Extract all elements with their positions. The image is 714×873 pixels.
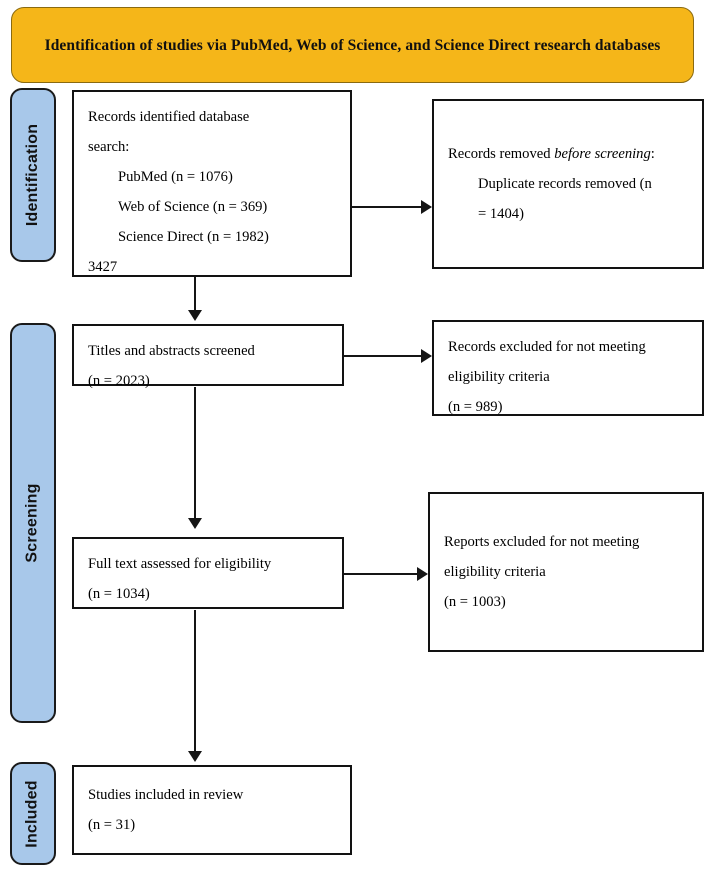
reports-excluded-line1: Reports excluded for not meeting	[444, 534, 640, 550]
arrowhead-right-to-reports-excluded	[417, 567, 428, 581]
records-excluded-line2: eligibility criteria	[448, 369, 550, 385]
box-reports-excluded: Reports excluded for not meeting eligibi…	[428, 492, 704, 652]
stage-bar-included: Included	[10, 762, 56, 865]
arrowhead-right-to-removed	[421, 200, 432, 214]
stage-label-included: Included	[24, 779, 42, 848]
fulltext-assessed-count: (n = 1034)	[88, 586, 150, 602]
records-removed-heading-italic: before screening	[554, 146, 651, 162]
titles-screened-label: Titles and abstracts screened	[88, 343, 255, 359]
records-identified-source-web-of-science: Web of Science (n = 369)	[118, 199, 268, 215]
connector-screened-to-excluded	[344, 355, 422, 357]
records-identified-source-science-direct: Science Direct (n = 1982)	[118, 229, 269, 245]
box-records-identified: Records identified database search: PubM…	[72, 90, 352, 277]
diagram-header-title: Identification of studies via PubMed, We…	[44, 36, 661, 54]
records-removed-heading: Records removed before screening:	[448, 139, 688, 169]
connector-fulltext-to-reports-excluded	[344, 573, 418, 575]
stage-bar-identification: Identification	[10, 88, 56, 262]
stage-label-screening: Screening	[24, 483, 42, 563]
studies-included-label: Studies included in review	[88, 787, 244, 803]
reports-excluded-count: (n = 1003)	[444, 594, 506, 610]
connector-screened-to-fulltext	[194, 387, 196, 521]
studies-included-count: (n = 31)	[88, 817, 136, 833]
records-identified-heading-line2: search:	[88, 139, 130, 155]
records-identified-source-pubmed: PubMed (n = 1076)	[118, 169, 233, 185]
box-records-removed: Records removed before screening: Duplic…	[432, 99, 704, 269]
box-titles-abstracts-screened: Titles and abstracts screened (n = 2023)	[72, 324, 344, 389]
reports-excluded-line2: eligibility criteria	[444, 564, 546, 580]
records-excluded-line1: Records excluded for not meeting	[448, 339, 646, 355]
connector-identified-to-removed	[352, 206, 422, 208]
stage-label-identification: Identification	[24, 123, 42, 227]
connector-identified-to-screened	[194, 277, 196, 313]
records-identified-heading-line1: Records identified database	[88, 109, 250, 125]
diagram-header-banner: Identification of studies via PubMed, We…	[11, 7, 694, 83]
arrowhead-down-to-included	[188, 751, 202, 762]
connector-fulltext-to-included	[194, 610, 196, 754]
fulltext-assessed-label: Full text assessed for eligibility	[88, 556, 272, 572]
box-records-excluded: Records excluded for not meeting eligibi…	[432, 320, 704, 416]
records-removed-heading-prefix: Records removed	[448, 146, 555, 162]
arrowhead-down-to-fulltext	[188, 518, 202, 529]
arrowhead-right-to-excluded	[421, 349, 432, 363]
records-removed-duplicates-line2: = 1404)	[478, 206, 524, 222]
records-removed-heading-suffix: :	[650, 146, 655, 162]
records-excluded-count: (n = 989)	[448, 399, 503, 415]
titles-screened-count: (n = 2023)	[88, 373, 150, 389]
records-identified-total: 3427	[88, 259, 118, 275]
box-studies-included-in-review: Studies included in review (n = 31)	[72, 765, 352, 855]
records-removed-duplicates-line1: Duplicate records removed (n	[478, 176, 652, 192]
stage-bar-screening: Screening	[10, 323, 56, 723]
arrowhead-down-to-screened	[188, 310, 202, 321]
box-fulltext-assessed-for-eligibility: Full text assessed for eligibility (n = …	[72, 537, 344, 609]
